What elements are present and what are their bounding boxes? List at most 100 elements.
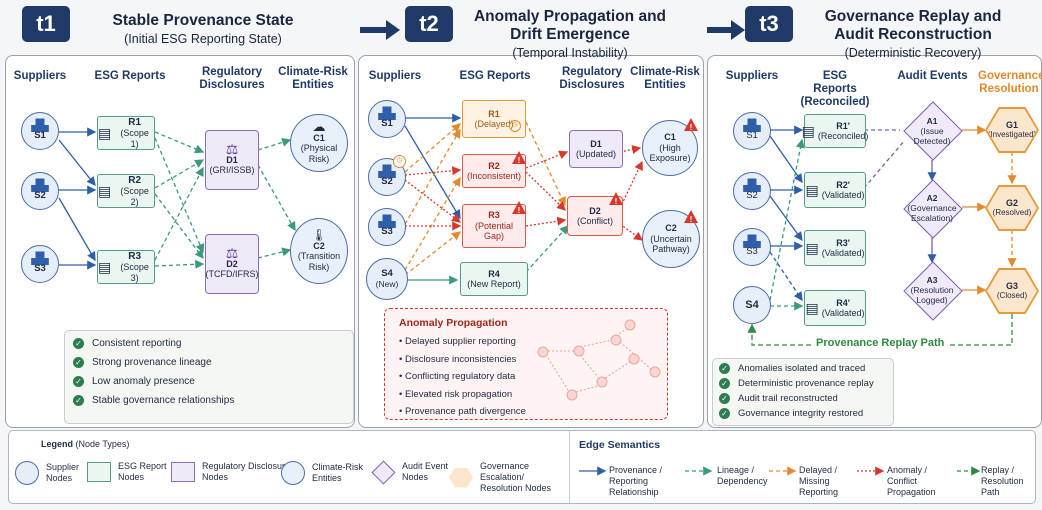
t1-supplier-s2[interactable]: ▟▙S2 (21, 172, 59, 210)
t2-disclosure-d1-id: D1 (590, 138, 602, 149)
t1-disclosure-d2[interactable]: ⚖D2(TCFD/IFRS) (205, 234, 259, 294)
t1-supplier-s3[interactable]: ▟▙S3 (21, 245, 59, 283)
t3-bullet-text: Anomalies isolated and traced (738, 363, 866, 374)
legend-node-label: Audit Event Nodes (402, 461, 449, 482)
t3-supplier-s3-label: S3 (746, 246, 758, 257)
t1-report-r2[interactable]: ▤R2(Scope 2) (97, 174, 155, 208)
document-icon: ▤ (801, 122, 815, 139)
t1-report-r1-id: R1 (128, 116, 142, 128)
t3-report-r1-id: R1' (836, 120, 850, 131)
t2-climate-c1[interactable]: C1(High Exposure) (642, 120, 698, 176)
t3-bullet-text: Audit trail reconstructed (738, 393, 838, 404)
t3-audit-a3: A3(Resolution Logged) (904, 275, 960, 305)
t3-report-r3-id: R3' (836, 237, 850, 248)
t2-report-r2[interactable]: R2(Inconsistent) (462, 154, 526, 188)
legend-divider (569, 431, 570, 503)
t2-climate-c2-id: C2 (665, 223, 677, 234)
legend-edge-label: Replay / Resolution Path (981, 465, 1024, 497)
t3-report-r2[interactable]: ▤R2'(Validated) (804, 172, 866, 208)
legend-edge-label: Provenance / Reporting Relationship (609, 465, 663, 497)
t3-supplier-s4-label: S4 (745, 298, 759, 311)
check-circle-icon: ✓ (73, 376, 84, 387)
legend-edge-label: Anomaly / Conflict Propagation (887, 465, 936, 497)
tag-t3: t3 (745, 6, 793, 42)
header-t3-title: Governance Replay and Audit Reconstructi… (824, 8, 1002, 43)
t3-report-r4[interactable]: ▤R4'(Validated) (804, 290, 866, 326)
t3-bullet: ✓Deterministic provenance replay (719, 376, 887, 391)
document-icon: ▤ (98, 182, 112, 199)
t3-report-r1-sub: (Reconciled) (817, 131, 869, 141)
legend: Legend (Node Types) Edge Semantics Suppl… (8, 430, 1036, 504)
t3-col-suppliers: Suppliers (725, 70, 779, 82)
t2-col-climate: Climate-Risk Entities (630, 66, 700, 91)
header-t1: Stable Provenance State (Initial ESG Rep… (88, 12, 318, 48)
legend-edge-delayed: Delayed / Missing Reporting (799, 465, 857, 498)
factory-icon: ▟▙ (31, 179, 49, 192)
t1-disclosure-d1-id: D1 (226, 154, 238, 165)
t2-anomaly-item-text: Delayed supplier reporting (404, 336, 516, 347)
t3-gov-g1-id: G1 (1005, 119, 1018, 130)
t2-col-esg: ESG Reports (459, 70, 531, 82)
arrow-t2-t3-shaft (707, 27, 731, 33)
t3-bullet: ✓Audit trail reconstructed (719, 391, 887, 406)
legend-edge-lineage: Lineage / Dependency (717, 465, 768, 487)
t2-supplier-s1[interactable]: ▟▙S1 (368, 100, 406, 138)
t3-summary-box: ✓Anomalies isolated and traced ✓Determin… (712, 358, 894, 426)
t1-report-r1[interactable]: ▤R1(Scope 1) (97, 116, 155, 150)
t3-supplier-s2[interactable]: ▟▙S2 (733, 172, 771, 210)
t3-supplier-s4[interactable]: S4 (733, 286, 771, 324)
t2-anomaly-item-text: Provenance path divergence (404, 406, 526, 417)
t2-climate-c2[interactable]: C2(Uncertain Pathway) (642, 210, 700, 268)
legend-node-audit: Audit Event Nodes (371, 459, 452, 485)
check-circle-icon: ✓ (719, 408, 730, 419)
t1-report-r3-sub: (Scope 3) (120, 262, 149, 283)
t2-disclosure-d1[interactable]: D1(Updated) (569, 130, 623, 168)
header-t1-subtitle: (Initial ESG Reporting State) (124, 32, 282, 46)
clock-icon: ◷ (509, 120, 521, 132)
t2-report-r4[interactable]: R4(New Report) (460, 262, 528, 296)
t2-col-reg: Regulatory Disclosures (559, 66, 625, 91)
t2-report-r3[interactable]: R3(Potential Gap) (462, 204, 526, 248)
factory-icon: ▟▙ (743, 235, 761, 248)
t2-disclosure-d2[interactable]: D2(Conflict) (567, 196, 623, 236)
t1-disclosure-d2-id: D2 (226, 258, 238, 269)
legend-node-label: ESG Report Nodes (118, 461, 167, 482)
t1-disclosure-d1[interactable]: ⚖D1(GRI/ISSB) (205, 130, 259, 190)
t3-bullet-text: Deterministic provenance replay (738, 378, 874, 389)
t1-climate-c2[interactable]: 🌡C2(Transition Risk) (290, 218, 348, 284)
factory-icon: ▟▙ (378, 165, 396, 178)
t1-report-r3[interactable]: ▤R3(Scope 3) (97, 250, 155, 284)
document-icon: ▤ (98, 124, 112, 141)
t2-climate-c1-id: C1 (664, 132, 676, 143)
t1-disclosure-d2-sub: (TCFD/IFRS) (205, 269, 259, 280)
t1-climate-c1-id: C1 (313, 132, 325, 143)
t3-report-r3[interactable]: ▤R3'(Validated) (804, 230, 866, 266)
t3-bullet: ✓Anomalies isolated and traced (719, 361, 887, 376)
t2-supplier-s4[interactable]: S4(New) (366, 258, 408, 300)
t1-climate-c1[interactable]: ☁C1(Physical Risk) (290, 114, 348, 172)
t3-report-r2-sub: (Validated) (821, 190, 865, 200)
factory-icon: ▟▙ (31, 252, 49, 265)
t1-col-climate: Climate-Risk Entities (278, 66, 348, 91)
legend-edge-anomaly: Anomaly / Conflict Propagation (887, 465, 953, 498)
legend-edge-label: Delayed / Missing Reporting (799, 465, 839, 497)
t1-supplier-s1-label: S1 (34, 130, 46, 141)
t3-supplier-s1[interactable]: ▟▙S1 (733, 112, 771, 150)
t2-report-r1[interactable]: R1(Delayed) (462, 100, 526, 138)
t1-col-reg: Regulatory Disclosures (199, 66, 265, 91)
header-t3: Governance Replay and Audit Reconstructi… (808, 8, 1018, 62)
t2-supplier-s2[interactable]: ▟▙S2 (368, 158, 406, 196)
legend-node-label: Supplier Nodes (46, 462, 80, 483)
t2-anomaly-list: • Delayed supplier reporting • Disclosur… (399, 333, 526, 421)
t3-report-r1[interactable]: ▤ R1'(Reconciled) (801, 114, 869, 148)
t1-bullet-text: Low anomaly presence (92, 376, 195, 387)
t2-anomaly-item-text: Elevated risk propagation (404, 388, 513, 400)
t2-supplier-s3-label: S3 (381, 226, 393, 237)
t3-supplier-s3[interactable]: ▟▙S3 (733, 228, 771, 266)
factory-icon: ▟▙ (378, 107, 396, 120)
t1-supplier-s1[interactable]: ▟▙S1 (21, 112, 59, 150)
clock-icon: ◷ (393, 155, 406, 168)
t2-report-r4-id: R4 (488, 268, 500, 279)
factory-icon: ▟▙ (743, 179, 761, 192)
t2-supplier-s3[interactable]: ▟▙S3 (368, 208, 406, 246)
